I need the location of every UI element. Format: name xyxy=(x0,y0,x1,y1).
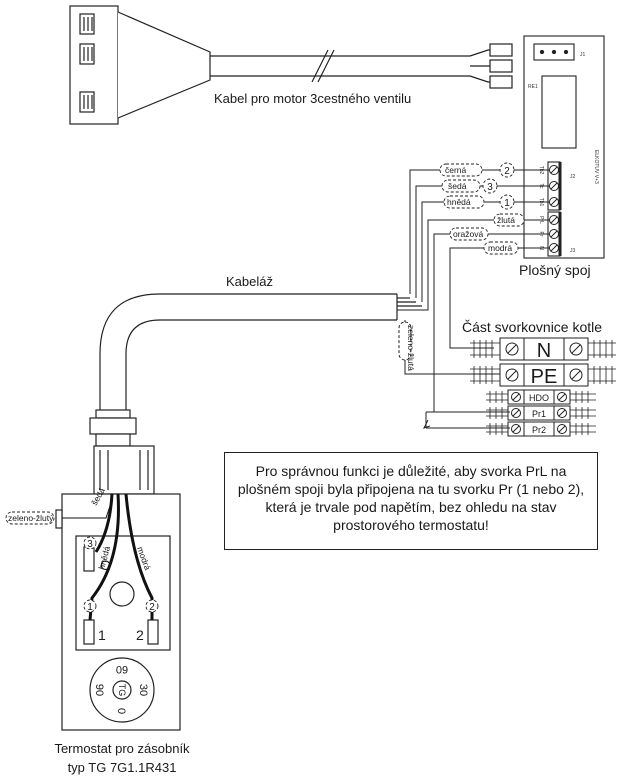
wire-number-black: 2 xyxy=(504,166,510,177)
dial-center: TG xyxy=(117,684,127,697)
terminal-ribs xyxy=(470,340,616,435)
dial-mark-bottom: 0 xyxy=(115,708,127,714)
thermostat-terminal-1: 1 xyxy=(98,627,106,643)
thermostat-terminal-2: 2 xyxy=(136,627,144,643)
pcb-board xyxy=(523,35,605,259)
terminal-hdo: HDO xyxy=(529,393,549,403)
wire-number-brown: 1 xyxy=(504,198,510,209)
pcb-j3-mark: J3 xyxy=(570,248,576,254)
thermostat-terminal-c: C xyxy=(100,557,110,573)
wire-number-grey: 3 xyxy=(487,182,493,193)
thermostat-wires xyxy=(62,493,154,621)
wire-label-green-yellow-vertical: zeleno-žlutá xyxy=(406,325,416,371)
wire-label-blue: modrá xyxy=(488,243,512,253)
thermostat-badge-2: 2 xyxy=(149,602,155,613)
thermostat-label-line1: Termostat pro zásobník xyxy=(54,741,190,756)
pcb-j1-mark: J1 xyxy=(580,52,586,58)
wire-label-grey: šedá xyxy=(448,181,467,191)
terminal-pr1: Pr1 xyxy=(532,409,546,419)
motor-cable-label: Kabel pro motor 3cestného ventilu xyxy=(214,91,411,106)
wire-label-orange: oražová xyxy=(453,229,484,239)
harness-label: Kabeláž xyxy=(226,274,273,289)
pcb-j2-mark: J2 xyxy=(570,174,576,180)
warning-note: Pro správnou funkci je důležité, aby svo… xyxy=(224,452,598,550)
terminal-screws xyxy=(505,342,583,434)
ground-wire xyxy=(398,320,500,375)
pcb-brand-mark: ELKOTUV V+3 xyxy=(593,150,599,184)
dial-mark-top: 60 xyxy=(116,663,128,675)
dial-mark-right: 30 xyxy=(137,684,149,696)
wire-label-black: černá xyxy=(445,165,467,175)
wire-label-yellow: žlutá xyxy=(497,215,515,225)
thermostat-badge-3: 3 xyxy=(87,539,93,550)
valve-connector xyxy=(69,5,211,125)
thermostat-pills xyxy=(5,511,159,613)
thermostat-body xyxy=(55,493,181,731)
wire-label-green-yellow: zeleno-žlutý xyxy=(8,513,54,523)
terminal-wires xyxy=(423,411,510,429)
cable-gland xyxy=(89,409,155,495)
terminal-strip xyxy=(499,337,589,437)
terminal-strip-label: Část svorkovnice kotle xyxy=(462,319,602,335)
wire-pills xyxy=(439,162,525,255)
pcb-label: Plošný spoj xyxy=(519,262,591,278)
terminal-pe: PE xyxy=(531,366,558,388)
valve-cable xyxy=(210,43,513,89)
pcb-screws xyxy=(549,165,559,253)
thermostat-label-line2: typ TG 7G1.1R431 xyxy=(68,760,177,775)
harness-cable xyxy=(99,293,422,410)
thermostat-badge-1: 1 xyxy=(87,602,93,613)
terminal-n: N xyxy=(537,340,551,362)
wire-label-brown: hnědá xyxy=(447,197,471,207)
dial-mark-left: 90 xyxy=(93,684,105,696)
pcb-re1-mark: RE1 xyxy=(528,84,538,90)
terminal-pr2: Pr2 xyxy=(532,425,546,435)
